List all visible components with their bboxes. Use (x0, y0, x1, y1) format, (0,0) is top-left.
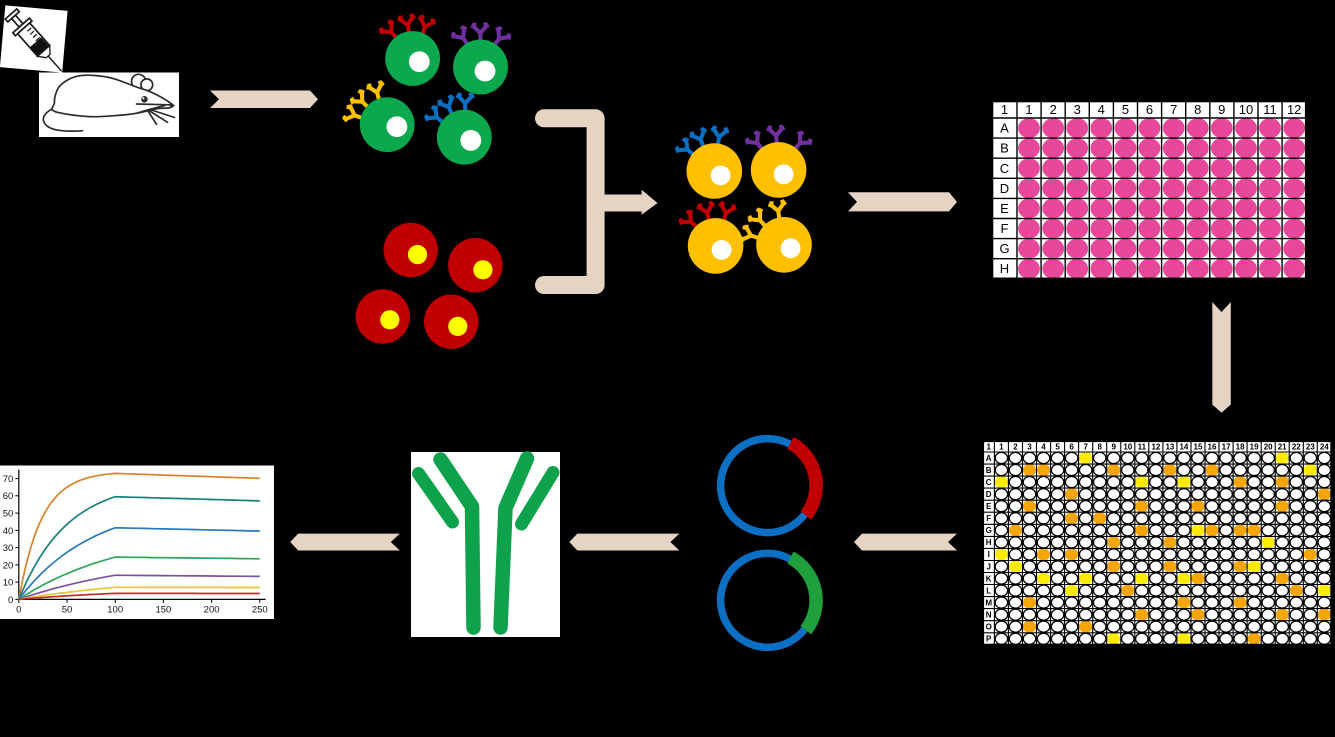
svg-text:5: 5 (1122, 102, 1129, 117)
svg-text:3: 3 (1027, 443, 1032, 452)
svg-text:0: 0 (8, 595, 13, 606)
svg-text:5: 5 (1055, 443, 1060, 452)
svg-text:H: H (986, 538, 992, 547)
svg-text:30: 30 (3, 543, 14, 554)
svg-text:23: 23 (1306, 443, 1315, 452)
svg-text:G: G (986, 526, 992, 535)
svg-text:7: 7 (1170, 102, 1177, 117)
svg-text:24: 24 (1320, 443, 1329, 452)
svg-text:1: 1 (1025, 102, 1032, 117)
svg-text:12: 12 (1287, 102, 1301, 117)
svg-text:N: N (986, 611, 992, 620)
svg-text:16: 16 (1208, 443, 1217, 452)
svg-text:250: 250 (252, 604, 268, 615)
svg-text:F: F (986, 514, 991, 523)
svg-text:22: 22 (1292, 443, 1301, 452)
svg-text:E: E (1000, 201, 1009, 216)
svg-text:19: 19 (1250, 443, 1259, 452)
svg-text:2: 2 (1013, 443, 1018, 452)
svg-text:40: 40 (3, 526, 14, 537)
svg-text:6: 6 (1146, 102, 1153, 117)
svg-text:60: 60 (3, 491, 14, 502)
svg-text:L: L (986, 586, 991, 595)
svg-text:13: 13 (1165, 443, 1174, 452)
svg-text:3: 3 (1074, 102, 1081, 117)
svg-text:D: D (986, 490, 992, 499)
svg-text:9: 9 (1111, 443, 1116, 452)
svg-text:14: 14 (1179, 443, 1188, 452)
svg-text:D: D (1000, 181, 1009, 196)
svg-text:A: A (986, 454, 992, 463)
svg-text:10: 10 (1123, 443, 1132, 452)
svg-text:C: C (1000, 161, 1009, 176)
svg-text:10: 10 (3, 578, 14, 589)
svg-text:17: 17 (1222, 443, 1231, 452)
svg-text:12: 12 (1151, 443, 1160, 452)
svg-text:1: 1 (986, 443, 991, 452)
svg-text:B: B (1000, 141, 1009, 156)
svg-text:J: J (986, 562, 990, 571)
svg-text:8: 8 (1194, 102, 1201, 117)
svg-text:11: 11 (1263, 102, 1277, 117)
svg-text:K: K (986, 574, 992, 583)
svg-text:1: 1 (1001, 102, 1008, 117)
svg-text:4: 4 (1041, 443, 1046, 452)
svg-text:2: 2 (1050, 102, 1057, 117)
svg-text:20: 20 (1264, 443, 1273, 452)
svg-text:11: 11 (1138, 443, 1147, 452)
svg-text:100: 100 (107, 604, 123, 615)
svg-text:I: I (988, 550, 990, 559)
svg-text:70: 70 (3, 474, 14, 485)
svg-text:8: 8 (1097, 443, 1102, 452)
svg-text:20: 20 (3, 560, 14, 571)
svg-text:150: 150 (155, 604, 171, 615)
svg-text:200: 200 (204, 604, 220, 615)
svg-text:0: 0 (16, 604, 21, 615)
svg-text:F: F (1001, 221, 1009, 236)
svg-text:A: A (1000, 121, 1009, 136)
svg-text:4: 4 (1098, 102, 1105, 117)
svg-text:50: 50 (62, 604, 73, 615)
svg-text:21: 21 (1278, 443, 1287, 452)
svg-text:7: 7 (1083, 443, 1088, 452)
svg-text:9: 9 (1218, 102, 1225, 117)
svg-text:10: 10 (1239, 102, 1253, 117)
svg-text:50: 50 (3, 509, 14, 520)
svg-text:C: C (986, 478, 992, 487)
svg-text:P: P (986, 635, 992, 644)
svg-text:O: O (986, 623, 992, 632)
svg-text:G: G (999, 241, 1009, 256)
svg-text:18: 18 (1236, 443, 1245, 452)
svg-text:15: 15 (1194, 443, 1203, 452)
svg-text:6: 6 (1069, 443, 1074, 452)
svg-text:1: 1 (999, 443, 1004, 452)
svg-text:H: H (1000, 261, 1009, 276)
svg-text:M: M (985, 598, 992, 607)
svg-text:E: E (986, 502, 992, 511)
svg-text:B: B (986, 466, 992, 475)
